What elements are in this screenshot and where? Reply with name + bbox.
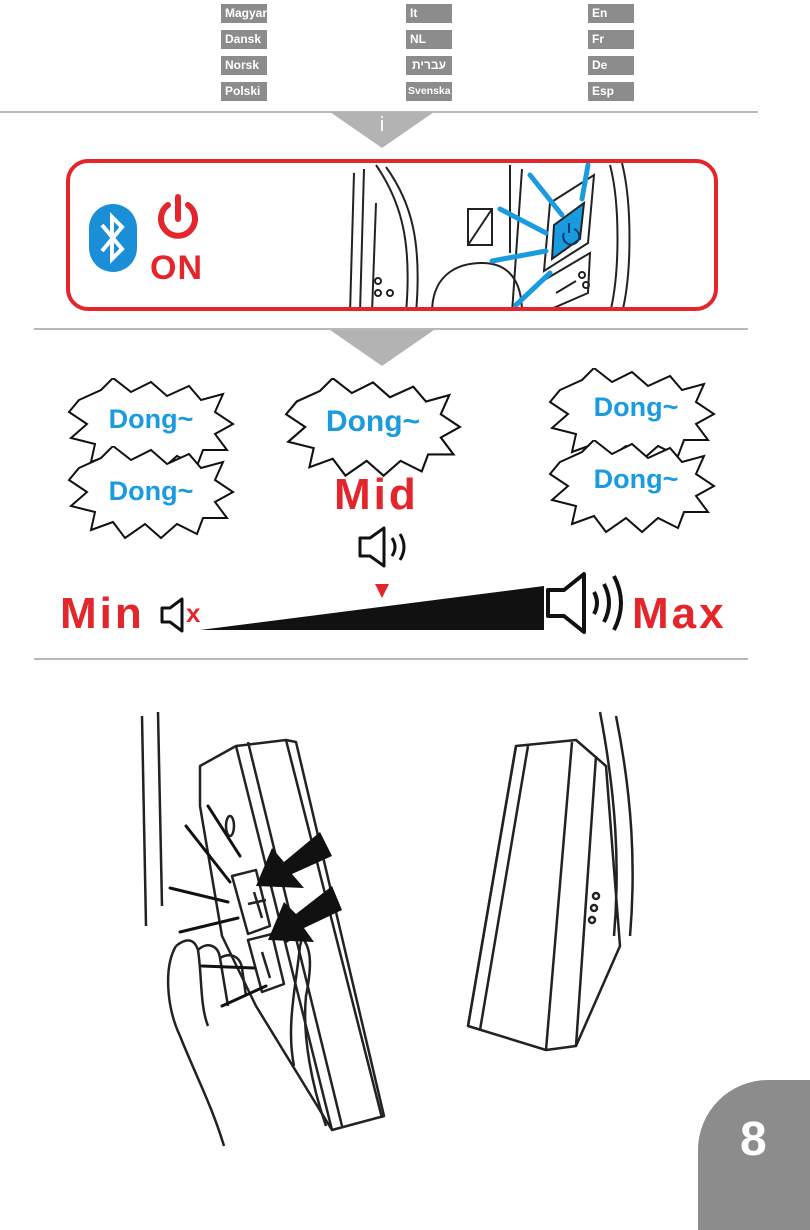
- language-tag-dutch: NL: [406, 30, 452, 49]
- mute-mark: x: [186, 598, 200, 629]
- tone-text-mid: Dong~: [293, 405, 453, 439]
- tone-text-max-2: Dong~: [556, 464, 716, 495]
- language-tag-svenska: Svenska: [406, 82, 452, 101]
- tone-text-min-1: Dong~: [71, 404, 231, 435]
- step-marker: i: [372, 114, 392, 137]
- max-volume-label: Max: [632, 589, 727, 639]
- language-tag-hebrew: עברית: [406, 56, 452, 75]
- section-divider: [34, 658, 748, 660]
- language-tag-norsk: Norsk: [221, 56, 267, 75]
- speaker-muted-icon: [160, 596, 186, 634]
- bluetooth-icon: [88, 203, 138, 273]
- min-volume-label: Min: [60, 589, 145, 639]
- step-arrow-down: [330, 330, 434, 366]
- mid-volume-label: Mid: [334, 470, 419, 520]
- headphones-volume-illustration: [136, 706, 656, 1154]
- speaker-max-icon: [544, 570, 630, 636]
- language-tag-spanish: Esp: [588, 82, 634, 101]
- language-tag-polski: Polski: [221, 82, 267, 101]
- tone-text-min-2: Dong~: [71, 476, 231, 507]
- power-on-label: ON: [150, 249, 203, 288]
- language-tag-english: En: [588, 4, 634, 23]
- power-on-panel: ON: [66, 159, 718, 311]
- language-tag-german: De: [588, 56, 634, 75]
- page-number: 8: [740, 1112, 767, 1167]
- volume-ramp: [200, 584, 544, 632]
- language-tag-magyar: Magyar: [221, 4, 267, 23]
- language-tag-french: Fr: [588, 30, 634, 49]
- language-tag-italian: It: [406, 4, 452, 23]
- headphone-cup-drawing: [332, 163, 632, 311]
- power-icon: [154, 193, 202, 243]
- tone-text-max-1: Dong~: [556, 392, 716, 423]
- language-tag-dansk: Dansk: [221, 30, 267, 49]
- speaker-mid-icon: [356, 524, 412, 570]
